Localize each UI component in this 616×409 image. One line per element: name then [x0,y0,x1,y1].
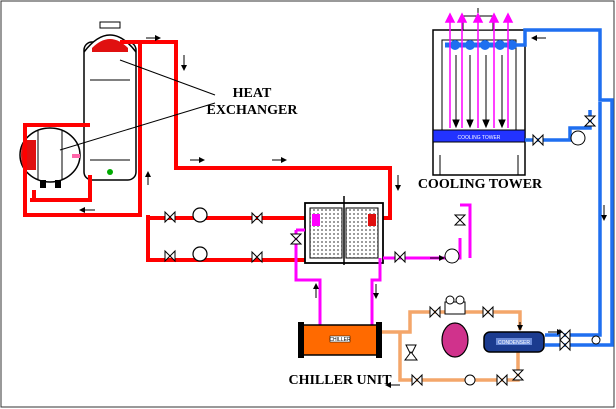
chiller-unit-label: CHILLER UNIT [288,373,392,388]
chilled-water-loop [294,203,472,325]
buffer-tank [304,196,384,265]
cooling-tower: COOLING TOWER [432,8,526,176]
chiller-nameplate: CHILLER [329,337,351,343]
heat-exchanger-label-line1: HEAT [233,86,272,101]
heat-exchanger-leaders [59,59,216,151]
orange-valves [404,305,525,387]
chiller-unit: CHILLER [298,322,382,358]
red-line-pumps [192,207,208,262]
heat-exchanger-label-line2: EXCHANGER [206,103,298,118]
magenta-valves [289,214,467,264]
blue-valves [532,115,601,352]
heat-exchanger-horizontal [19,127,81,188]
hot-water-loop [23,40,392,262]
flow-arrows [79,35,607,388]
heat-exchanger-vertical [83,21,137,181]
tower-water-arrows [452,55,506,129]
condenser-nameplate: CONDENSER [498,340,530,346]
red-line-valves [164,210,263,264]
tower-basin-nameplate: COOLING TOWER [458,135,501,141]
cooling-tower-label: COOLING TOWER [418,177,543,192]
compressor [441,295,469,358]
tower-airflow-arrows [444,12,514,128]
condenser-water-loop [382,310,522,382]
condenser-shell: CONDENSER [483,331,545,353]
